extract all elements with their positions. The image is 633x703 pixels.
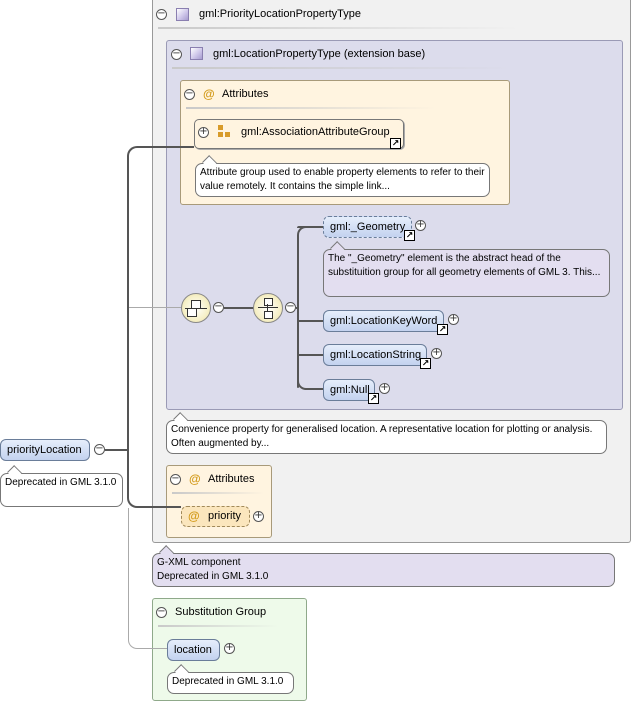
extension-title: gml:LocationPropertyType (extension base… — [213, 48, 426, 60]
outer-type-separator — [158, 27, 518, 29]
attribute-group-icon — [218, 125, 232, 139]
connector-line — [297, 226, 309, 238]
location-expand-toggle[interactable]: + — [224, 642, 235, 654]
priority-attribute-label: priority — [208, 510, 242, 522]
connector-line — [297, 378, 309, 390]
extension-collapse-toggle[interactable]: − — [171, 48, 182, 60]
component-note: G-XML component Deprecated in GML 3.1.0 — [152, 545, 615, 587]
attribute-group-note-text: Attribute group used to enable property … — [200, 167, 485, 192]
outer-type-title: gml:PriorityLocationPropertyType — [199, 8, 362, 20]
priority-attribute[interactable] — [181, 506, 250, 527]
connector-line — [105, 449, 128, 451]
inner-attributes-collapse-toggle[interactable]: − — [184, 88, 195, 100]
connector-line — [128, 307, 181, 308]
reference-link-icon[interactable]: ↗ — [437, 324, 448, 335]
inner-attributes-title: Attributes — [222, 88, 269, 100]
root-note: Deprecated in GML 3.1.0 — [0, 465, 123, 507]
geometry-element[interactable]: gml:_Geometry — [323, 216, 412, 238]
type-description-note: Convenience property for generalised loc… — [166, 412, 607, 454]
null-expand-toggle[interactable]: + — [379, 382, 390, 394]
null-element[interactable]: gml:Null — [323, 379, 375, 401]
location-keyword-element[interactable]: gml:LocationKeyWord — [323, 310, 444, 332]
attribute-symbol-icon: @ — [189, 472, 201, 486]
complex-type-icon — [190, 47, 203, 60]
root-collapse-toggle[interactable]: − — [94, 443, 105, 455]
reference-link-icon[interactable]: ↗ — [390, 138, 401, 149]
attribute-symbol-icon: @ — [203, 87, 215, 101]
connector-line — [127, 146, 141, 160]
connector-line — [127, 158, 129, 498]
attribute-symbol-icon: @ — [188, 509, 200, 523]
connector-line — [297, 236, 299, 388]
substitution-group-title: Substitution Group — [175, 606, 267, 618]
substitution-group-separator — [158, 625, 278, 627]
sequence-collapse-toggle[interactable]: − — [213, 301, 224, 313]
reference-link-icon[interactable]: ↗ — [420, 358, 431, 369]
connector-line — [224, 307, 254, 309]
root-element[interactable]: priorityLocation — [0, 439, 90, 461]
location-keyword-expand-toggle[interactable]: + — [448, 313, 459, 325]
connector-line — [297, 354, 323, 356]
geometry-note: The "_Geometry" element is the abstract … — [323, 241, 610, 297]
connector-line — [139, 506, 181, 508]
component-note-line2: Deprecated in GML 3.1.0 — [157, 571, 269, 582]
root-note-text: Deprecated in GML 3.1.0 — [5, 477, 117, 488]
sequence-connector-icon — [181, 293, 211, 323]
type-description-text: Convenience property for generalised loc… — [171, 424, 593, 449]
location-note-text: Deprecated in GML 3.1.0 — [172, 676, 284, 687]
choice-connector-icon — [253, 293, 283, 323]
geometry-note-text: The "_Geometry" element is the abstract … — [328, 253, 601, 278]
connector-line — [305, 388, 323, 390]
inner-attributes-separator — [186, 107, 436, 109]
connector-line — [128, 508, 129, 638]
outer-type-collapse-toggle[interactable]: − — [156, 8, 167, 20]
choice-collapse-toggle[interactable]: − — [285, 301, 296, 313]
connector-line — [127, 494, 141, 508]
extension-separator — [172, 67, 512, 69]
connector-line — [139, 146, 194, 148]
component-note-line1: G-XML component — [157, 557, 241, 568]
connector-line — [297, 226, 323, 228]
location-string-expand-toggle[interactable]: + — [431, 347, 442, 359]
outer-attributes-separator — [172, 492, 264, 494]
attribute-group-expand-toggle[interactable]: + — [198, 126, 209, 138]
location-element[interactable]: location — [167, 639, 220, 661]
attribute-group-label: gml:AssociationAttributeGroup — [241, 126, 390, 138]
outer-attributes-collapse-toggle[interactable]: − — [170, 473, 181, 485]
geometry-expand-toggle[interactable]: + — [415, 219, 426, 231]
reference-link-icon[interactable]: ↗ — [404, 230, 415, 241]
outer-attributes-title: Attributes — [208, 473, 255, 485]
attribute-group-note: Attribute group used to enable property … — [195, 155, 490, 197]
location-note: Deprecated in GML 3.1.0 — [167, 664, 294, 694]
reference-link-icon[interactable]: ↗ — [368, 393, 379, 404]
priority-expand-toggle[interactable]: + — [253, 510, 264, 522]
substitution-group-collapse-toggle[interactable]: − — [156, 606, 167, 618]
connector-line — [139, 648, 167, 649]
connector-line — [128, 630, 140, 649]
location-string-element[interactable]: gml:LocationString — [323, 344, 427, 366]
connector-line — [297, 320, 323, 322]
complex-type-icon — [176, 8, 189, 21]
